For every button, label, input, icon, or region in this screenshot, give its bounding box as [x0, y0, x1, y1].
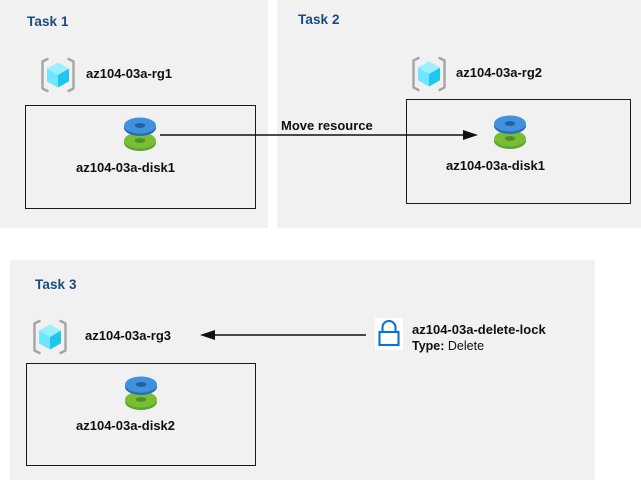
lock-type-key: Type: [412, 339, 445, 353]
task-panel-2 [277, 0, 641, 228]
disk-icon [118, 373, 164, 415]
lock-type-row: Type: Delete [412, 339, 484, 353]
disk-label-1: az104-03a-disk1 [76, 160, 176, 175]
disk-label-3: az104-03a-disk2 [76, 418, 176, 433]
move-resource-arrow [160, 130, 478, 140]
resource-group-box-3 [26, 363, 256, 466]
resource-group-box-2 [406, 99, 631, 204]
lock-type-value: Delete [447, 339, 485, 353]
disk-icon [117, 114, 163, 156]
resource-group-label-2: az104-03a-rg2 [456, 65, 542, 80]
task-2-title: Task 2 [298, 12, 340, 27]
task-1-title: Task 1 [27, 14, 69, 29]
task-panel-1 [0, 0, 268, 228]
lock-applies-to-arrow [200, 330, 366, 340]
resource-group-icon [30, 318, 70, 356]
lock-label: az104-03a-delete-lock [412, 322, 546, 337]
lock-icon [375, 318, 403, 350]
resource-group-label-1: az104-03a-rg1 [86, 66, 172, 81]
resource-group-label-3: az104-03a-rg3 [85, 328, 171, 343]
disk-label-2: az104-03a-disk1 [446, 158, 546, 173]
disk-icon [487, 112, 533, 154]
task-3-title: Task 3 [35, 277, 77, 292]
resource-group-box-1 [25, 105, 256, 209]
resource-group-icon [409, 55, 449, 93]
move-resource-label: Move resource [281, 118, 373, 133]
task-panel-3 [10, 260, 595, 480]
resource-group-icon [38, 56, 78, 94]
